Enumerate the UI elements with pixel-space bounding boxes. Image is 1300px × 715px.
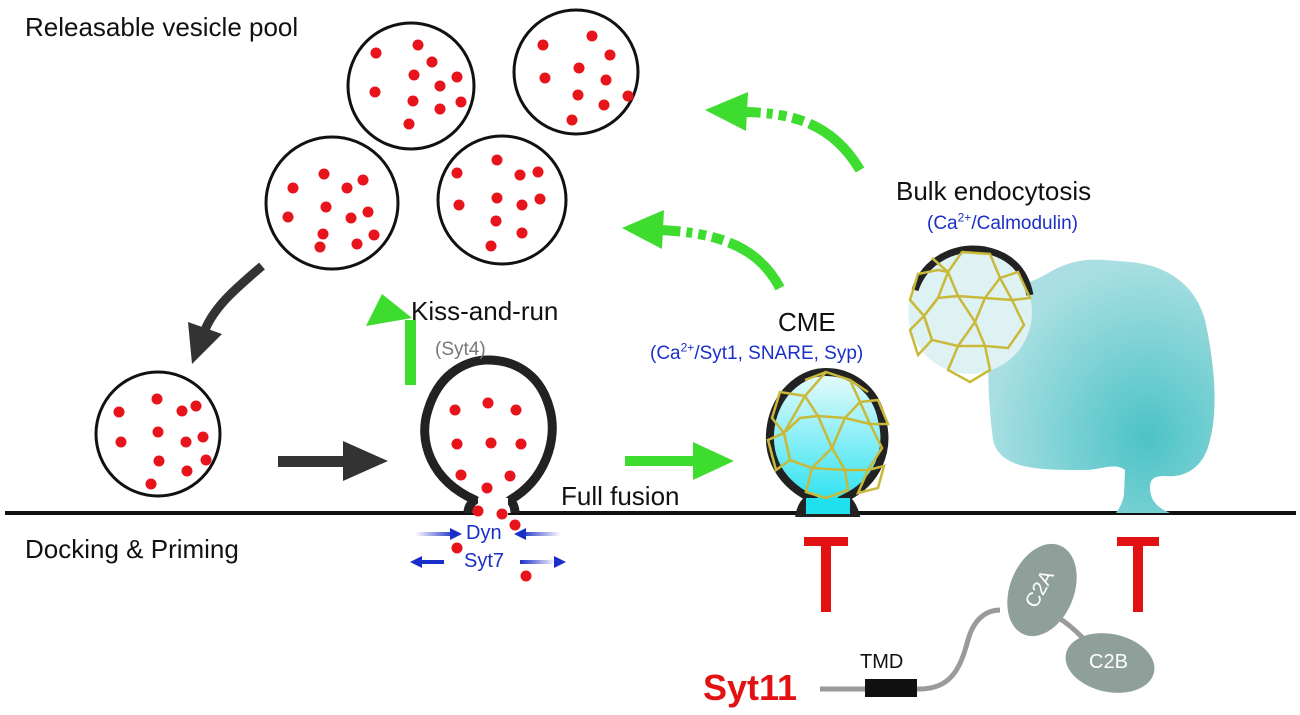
- bulk-endocytosis-label: Bulk endocytosis: [896, 176, 1092, 206]
- bulk-endosome: [908, 245, 1215, 513]
- kiss-and-run-sublabel: (Syt4): [435, 339, 486, 360]
- tmd-label: TMD: [860, 651, 904, 673]
- syt11-label: Syt11: [703, 667, 798, 708]
- fusing-vesicle: [420, 355, 557, 582]
- full-fusion-label: Full fusion: [561, 481, 680, 511]
- cme-vesicle: [765, 367, 890, 517]
- kiss-and-run-label: Kiss-and-run: [411, 296, 559, 326]
- vesicle-pool-4: [436, 134, 568, 266]
- vesicle-pool-1: [346, 21, 476, 151]
- bulk-endocytosis-sublabel: (Ca2+/Calmodulin): [927, 210, 1078, 234]
- cme-label: CME: [778, 307, 836, 337]
- cme-sublabel: (Ca2+/Syt1, SNARE, Syp): [650, 340, 864, 364]
- vesicle-docked: [94, 370, 222, 498]
- vesicle-pool-3: [264, 135, 400, 271]
- inhibition-t-icon: [804, 537, 1159, 612]
- dyn-syt7-arrows: [410, 528, 566, 568]
- syt7-label: Syt7: [464, 550, 505, 572]
- clathrin-cage-icon: [766, 370, 890, 500]
- dark-arrows: [188, 262, 388, 481]
- pool-label: Releasable vesicle pool: [25, 12, 299, 42]
- c2b-domain-label: C2B: [1089, 651, 1128, 673]
- green-arrows: [366, 92, 865, 480]
- docking-label: Docking & Priming: [25, 534, 239, 564]
- clathrin-cage-icon: [908, 250, 1032, 384]
- syt11-protein: [820, 543, 1155, 697]
- vesicle-pool-2: [512, 8, 640, 136]
- dyn-label: Dyn: [466, 522, 502, 544]
